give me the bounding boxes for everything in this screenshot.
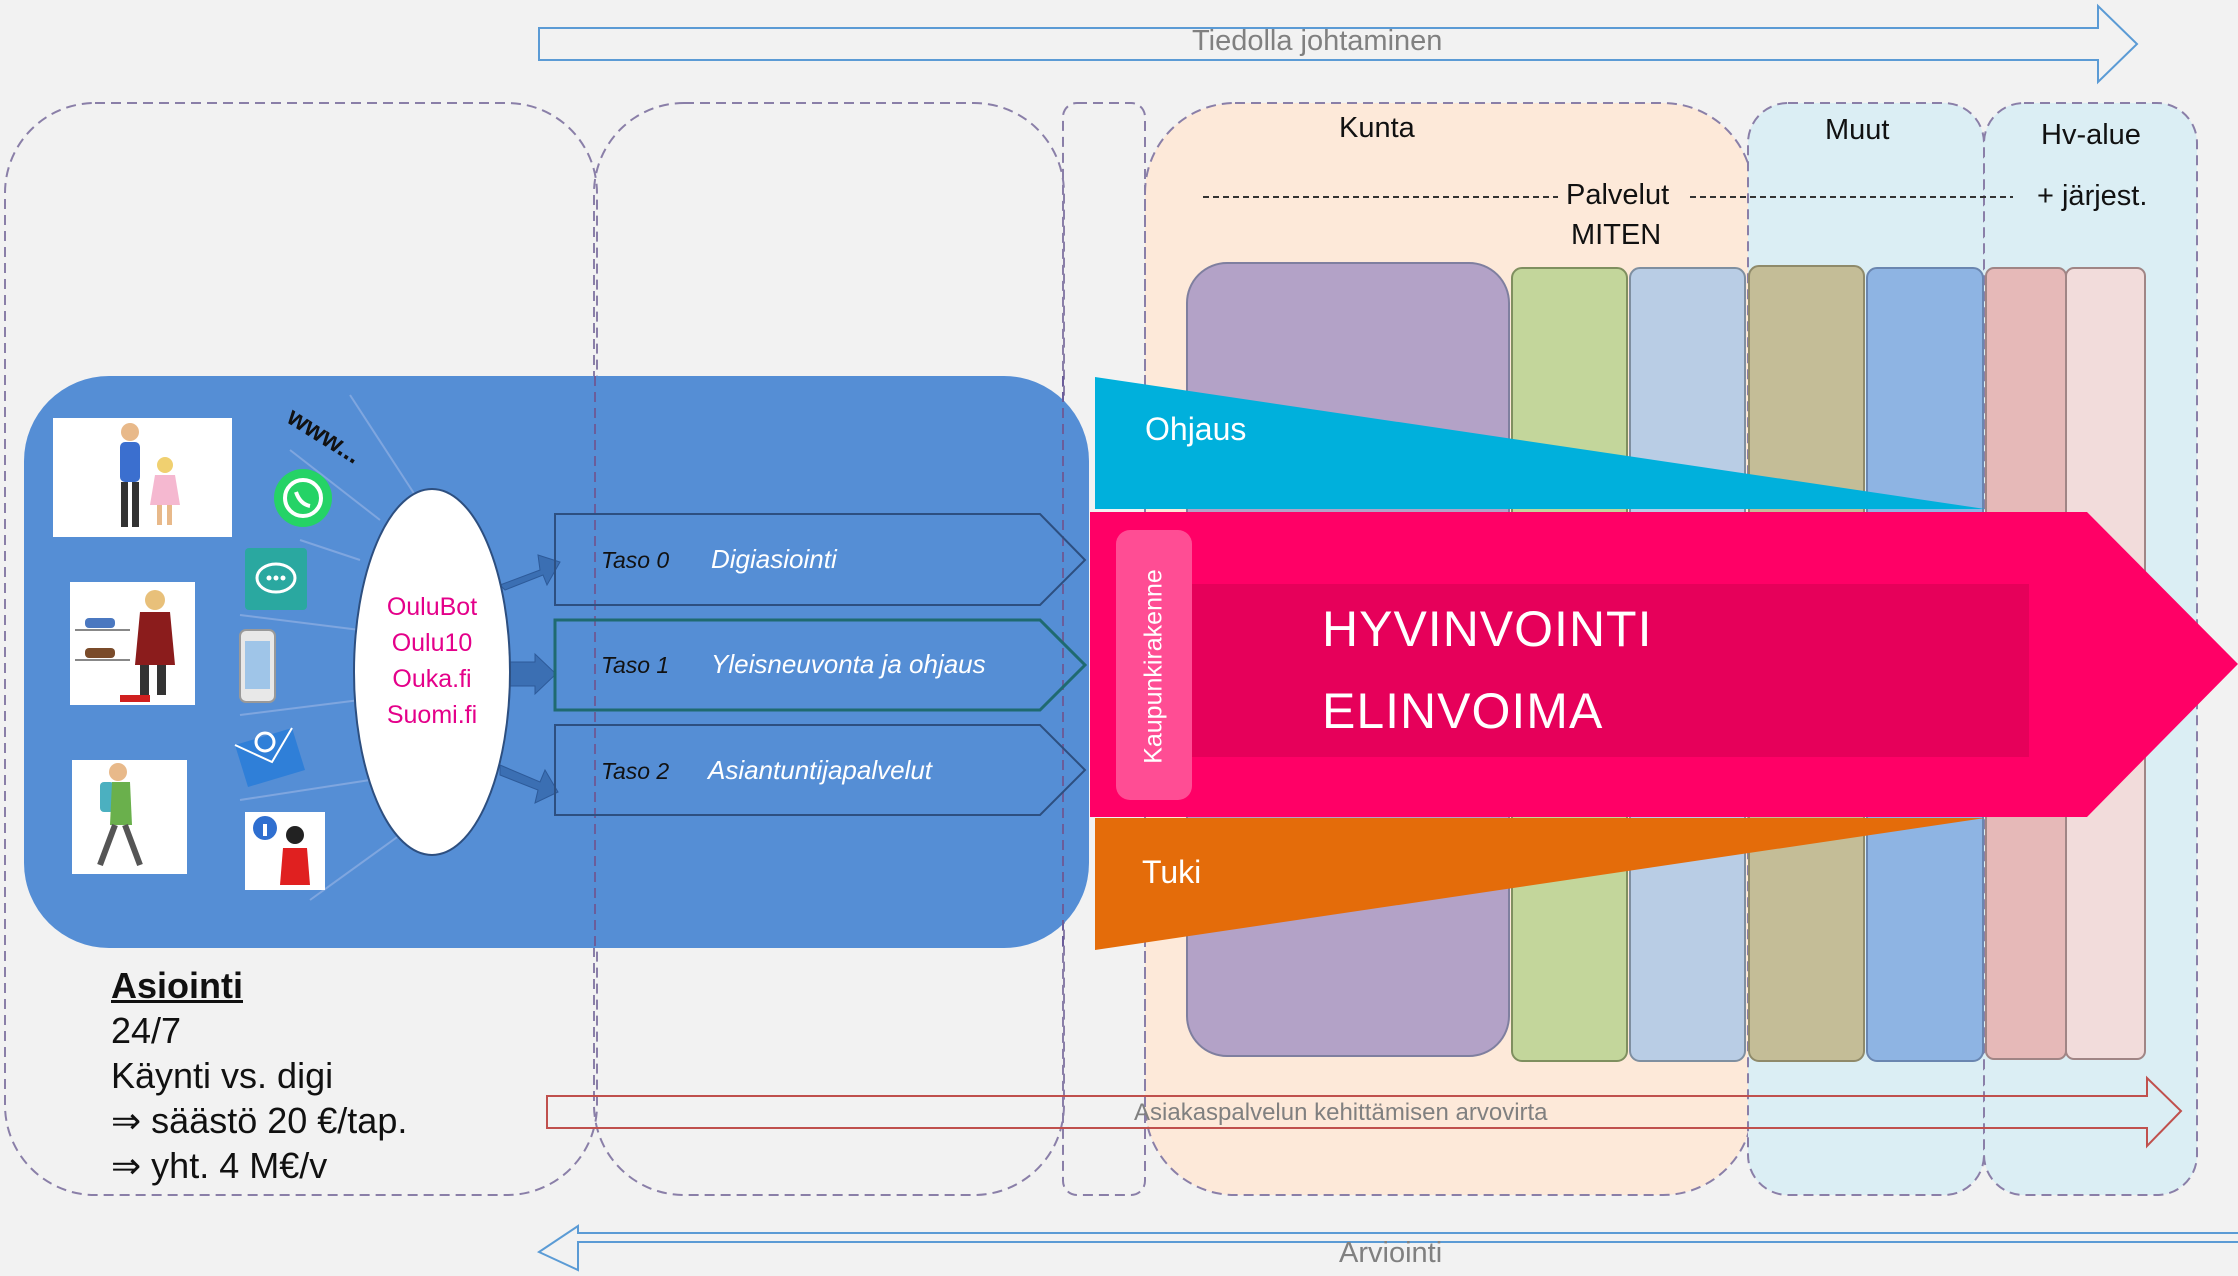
value-stream-arrow[interactable] [546,1075,2183,1149]
hub-arrow-tier2 [499,764,559,804]
notes-line-3: ⇒ säästö 20 €/tap. [111,1100,408,1141]
tier-2-name[interactable]: Asiantuntijapalvelut [708,755,933,785]
smartphone-icon [239,629,276,703]
tuki-label: Tuki [1142,854,1202,890]
ohjaus-wedge [1095,377,1985,509]
hv-alue-sub-label: + järjest. [2037,180,2148,212]
channel-oulubot[interactable]: OuluBot [386,593,478,621]
tiedolla-label: Tiedolla johtaminen [1192,25,1443,57]
hub-arrow-tier0 [499,554,561,591]
services-label: Palvelut [1566,179,1670,211]
hv-alue-label: Hv-alue [2041,119,2141,151]
channel-hub-text: OuluBot Oulu10 Ouka.fi Suomi.fi [372,589,492,733]
tier-0-box[interactable] [554,513,1087,606]
muut-label: Muut [1825,114,1890,146]
arviointi-label: Arviointi [1339,1237,1443,1269]
channel-suomi[interactable]: Suomi.fi [386,701,478,729]
info-desk-icon [245,812,325,890]
kaupunkirakenne-band [1116,530,1192,800]
channel-hub [353,488,511,856]
tier-1-box[interactable] [553,618,1088,712]
kaupunkirakenne-label: Kaupunkirakenne [1139,569,1168,764]
tier-1-level: Taso 1 [601,652,670,678]
impact-line-2: ELINVOIMA [1322,683,1604,739]
channel-oulu10[interactable]: Oulu10 [391,629,473,657]
hiker-icon [72,760,187,874]
value-stream-label: Asiakaspalvelun kehittämisen arvovirta [1134,1099,1548,1126]
tier-0-name[interactable]: Digiasiointi [711,544,837,574]
ohjaus-label: Ohjaus [1145,411,1247,447]
hub-arrow-tier1 [509,652,557,696]
impact-box [1192,584,2029,757]
arviointi-arrow[interactable] [536,1224,2238,1272]
notes-line-2: Käynti vs. digi [111,1055,334,1096]
tier-1-name[interactable]: Yleisneuvonta ja ohjaus [711,649,986,679]
kunta-label: Kunta [1339,112,1415,144]
services-miten-label: MITEN [1571,219,1662,251]
tier-0-level: Taso 0 [601,547,670,573]
email-icon [234,727,305,787]
tiedolla-arrow[interactable] [538,3,2139,85]
tuki-wedge [1095,818,1985,950]
notes-line-4: ⇒ yht. 4 M€/v [111,1145,328,1186]
channel-ouka[interactable]: Ouka.fi [392,665,472,693]
tier-2-level: Taso 2 [601,758,670,784]
asiointi-notes: Asiointi 24/7 Käynti vs. digi ⇒ säästö 2… [111,963,407,1188]
shop-clerk-icon [70,582,195,705]
notes-title: Asiointi [111,965,243,1006]
impact-line-1: HYVINVOINTI [1322,601,1653,657]
whatsapp-icon [274,469,332,527]
parent-child-icon [53,418,232,537]
notes-line-1: 24/7 [111,1010,182,1051]
chat-icon [245,548,307,610]
tier-2-box[interactable] [554,724,1087,816]
